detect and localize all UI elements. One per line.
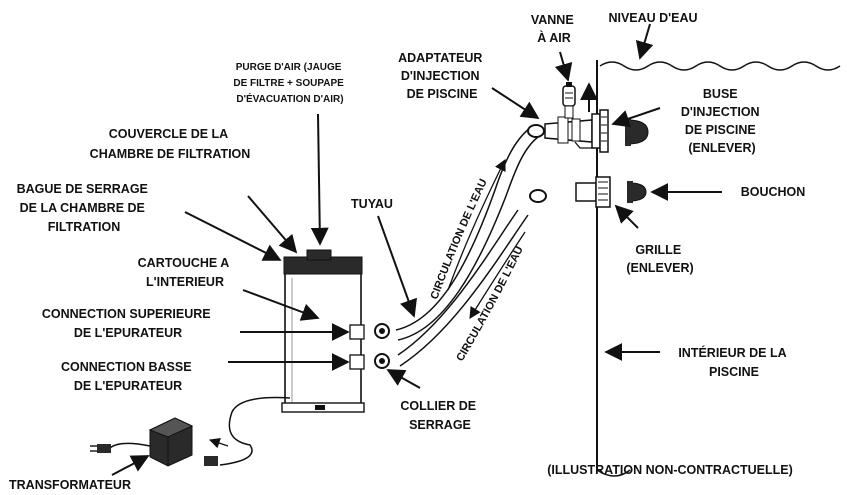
label-conn-basse: CONNECTION BASSE DE L'EPURATEUR bbox=[61, 360, 195, 393]
arrow-buse bbox=[611, 107, 661, 128]
label-buse: BUSE D'INJECTION DE PISCINE (ENLEVER) bbox=[681, 87, 763, 155]
arrow-purge bbox=[310, 113, 329, 246]
arrow-bague bbox=[184, 211, 282, 261]
label-bouchon: BOUCHON bbox=[741, 185, 806, 199]
circulation-arrow-out bbox=[469, 231, 526, 319]
plug bbox=[627, 181, 647, 203]
injection-nozzle bbox=[591, 109, 609, 153]
transformer bbox=[148, 417, 194, 467]
hose-clamp-upper bbox=[374, 323, 390, 339]
strainer-grille bbox=[575, 176, 611, 208]
disclaimer: (ILLUSTRATION NON-CONTRACTUELLE) bbox=[547, 463, 793, 477]
label-grille: GRILLE (ENLEVER) bbox=[626, 243, 693, 275]
circulation-arrow-in bbox=[447, 158, 506, 291]
label-purge: PURGE D'AIR (JAUGE DE FILTRE + SOUPAPE D… bbox=[233, 62, 346, 105]
arrow-tuyau bbox=[377, 215, 417, 318]
air-purge-cap bbox=[306, 249, 332, 261]
arrow-adaptateur bbox=[491, 87, 540, 119]
label-niveau: NIVEAU D'EAU bbox=[608, 11, 697, 25]
upper-connection-port bbox=[349, 324, 365, 340]
label-transformateur: TRANSFORMATEUR bbox=[9, 478, 131, 492]
arrow-couvercle bbox=[247, 195, 298, 254]
arrow-niveau bbox=[635, 23, 654, 60]
air-valve bbox=[562, 82, 576, 119]
connect-arrow bbox=[208, 437, 229, 449]
injection-adapter bbox=[527, 116, 593, 149]
arrow-collier bbox=[386, 369, 421, 389]
label-couvercle: COUVERCLE DE LA CHAMBRE DE FILTRATION bbox=[90, 127, 251, 161]
arrow-transformateur bbox=[111, 455, 150, 476]
label-collier: COLLIER DE SERRAGE bbox=[400, 399, 479, 432]
arrow-cartouche bbox=[242, 289, 320, 321]
nozzle-eyeball bbox=[625, 118, 649, 146]
power-cord bbox=[90, 396, 291, 466]
hose-upper bbox=[395, 127, 539, 341]
hose-lower bbox=[397, 189, 547, 367]
arrow-vanne bbox=[554, 51, 573, 82]
label-bague: BAGUE DE SERRAGE DE LA CHAMBRE DE FILTRA… bbox=[17, 182, 152, 234]
water-level-wave bbox=[599, 61, 841, 71]
label-adaptateur: ADAPTATEUR D'INJECTION DE PISCINE bbox=[398, 51, 486, 101]
label-interieur: INTÉRIEUR DE LA PISCINE bbox=[678, 345, 789, 379]
hose-clamp-lower bbox=[374, 353, 390, 369]
label-conn-sup: CONNECTION SUPERIEURE DE L'EPURATEUR bbox=[42, 307, 214, 340]
arrow-grille bbox=[614, 204, 639, 229]
label-vanne: VANNE À AIR bbox=[531, 13, 577, 45]
lower-connection-port bbox=[349, 354, 365, 370]
label-cartouche: CARTOUCHE A L'INTERIEUR bbox=[138, 256, 233, 289]
label-tuyau: TUYAU bbox=[351, 197, 393, 211]
